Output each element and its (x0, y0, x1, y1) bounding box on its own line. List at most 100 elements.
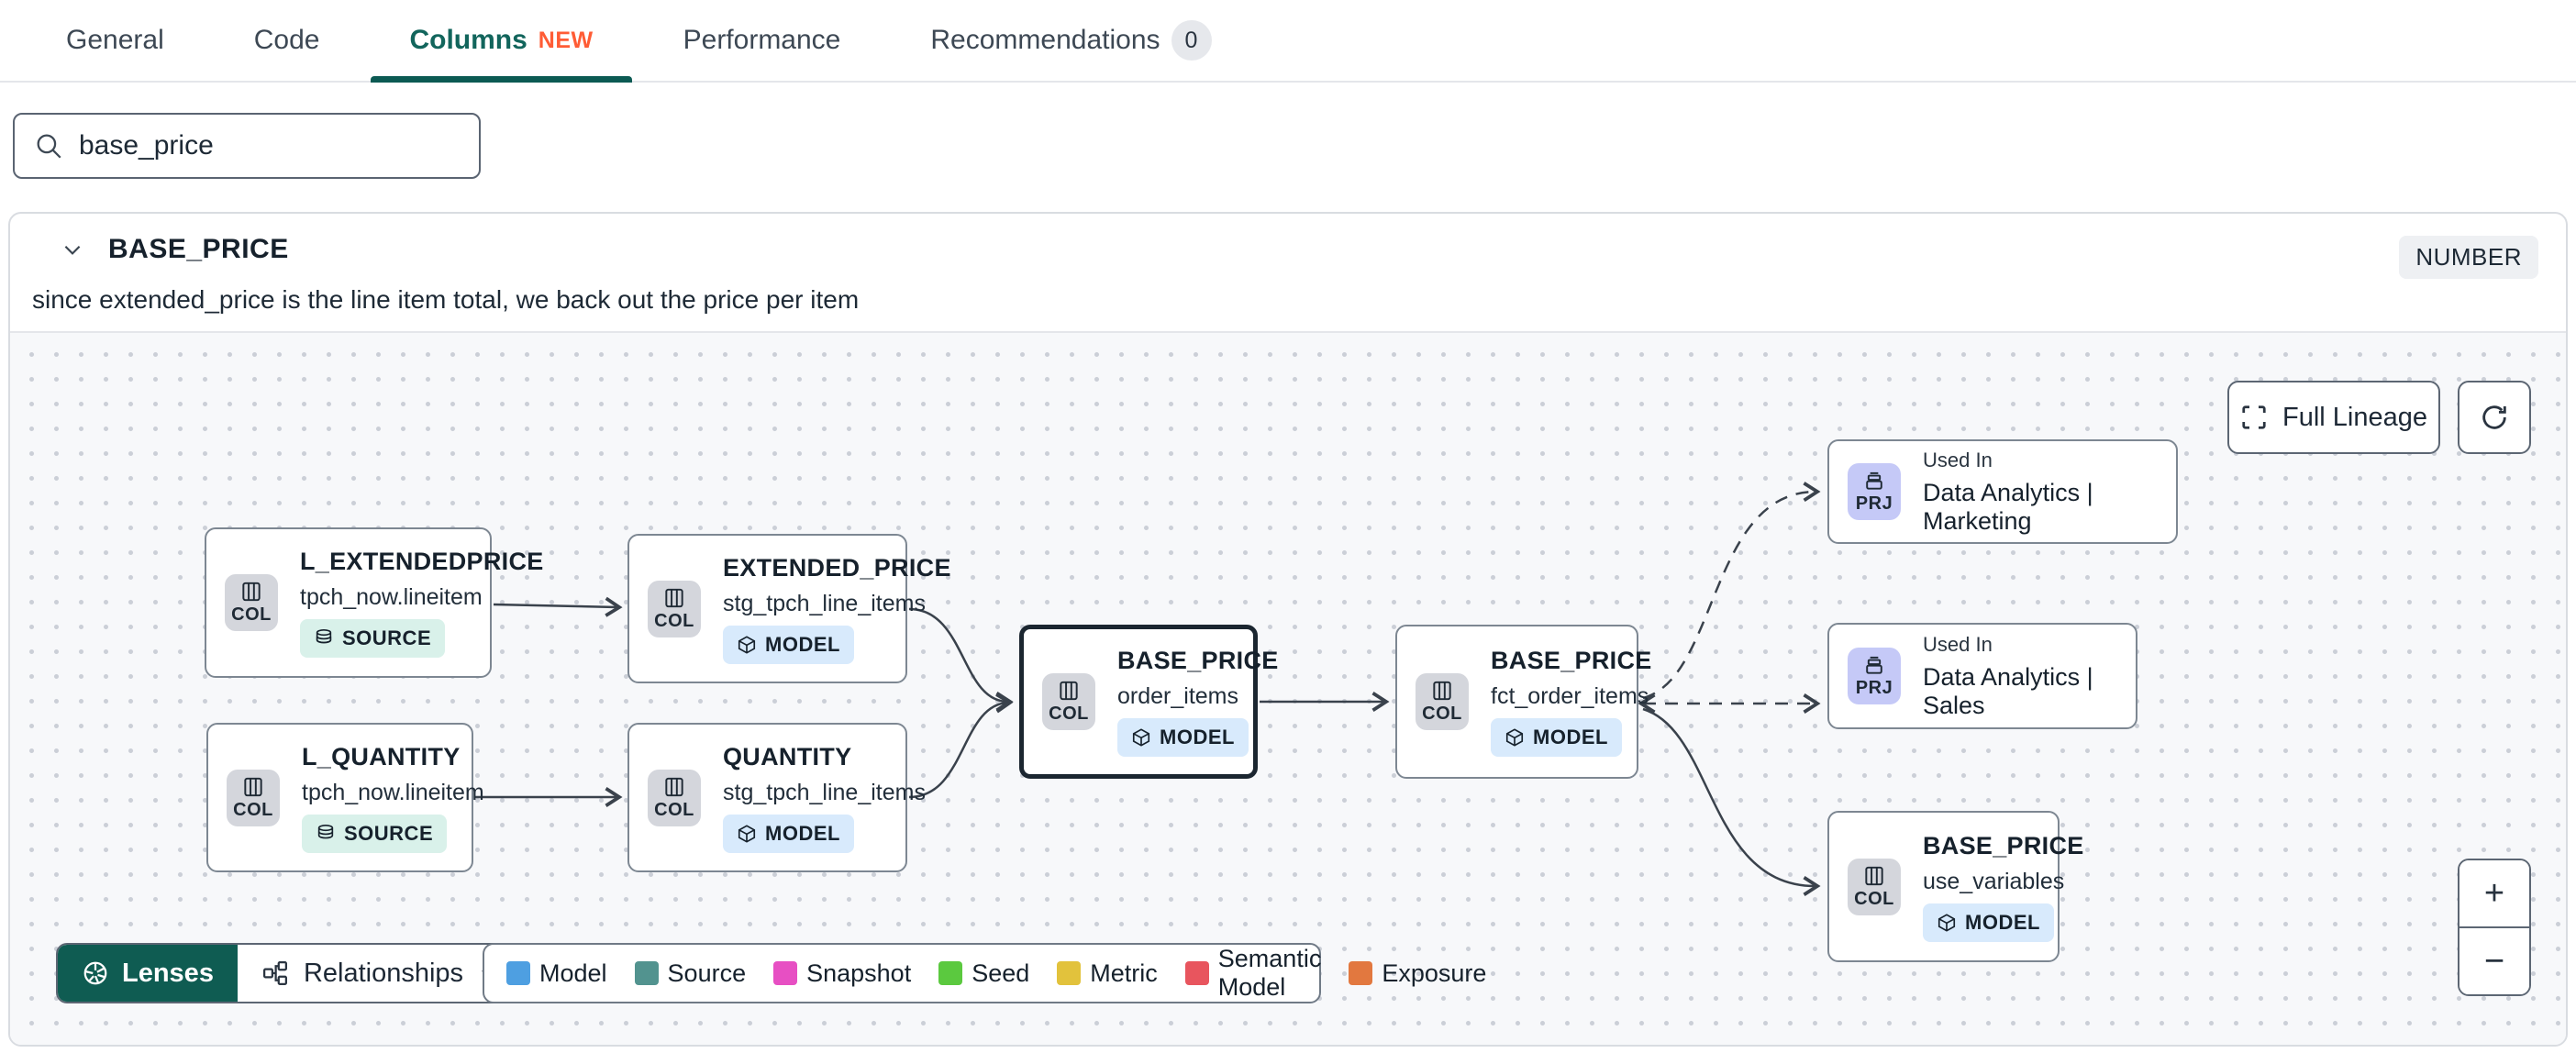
node-title: QUANTITY (723, 742, 852, 770)
legend-swatch (1184, 961, 1209, 985)
chevron-down-icon[interactable] (61, 238, 84, 261)
tab-recommendations[interactable]: Recommendations 0 (892, 0, 1249, 81)
full-lineage-button[interactable]: Full Lineage (2227, 381, 2440, 454)
lineage-node-l-extendedprice[interactable]: COL L_EXTENDEDPRICE tpch_now.lineitem SO… (205, 527, 543, 678)
chip-label: COL (1049, 704, 1089, 724)
lenses-button[interactable]: Lenses (58, 945, 238, 1002)
search-input[interactable] (79, 130, 461, 161)
column-chip: COL (648, 769, 701, 826)
project-chip: PRJ (1848, 463, 1901, 520)
legend-label: Metric (1090, 959, 1158, 987)
used-in-label: Used In (1923, 632, 1993, 656)
chip-label: COL (1422, 704, 1462, 724)
search-icon (37, 134, 61, 159)
legend-item-metric: Metric (1057, 959, 1158, 988)
node-subtitle: stg_tpch_line_items (723, 779, 926, 805)
search-box[interactable] (13, 113, 481, 179)
badge-label: MODEL (765, 821, 840, 845)
node-title: BASE_PRICE (1491, 647, 1652, 674)
lenses-label: Lenses (122, 958, 214, 988)
node-subtitle: tpch_now.lineitem (300, 584, 483, 610)
model-badge: MODEL (723, 625, 854, 664)
zoom-out-button[interactable]: − (2459, 928, 2529, 994)
database-icon (316, 629, 332, 644)
relationships-dropdown[interactable]: Relationships (237, 945, 525, 1002)
tab-general[interactable]: General (28, 0, 203, 81)
tab-bar: General Code Columns NEW Performance Rec… (0, 0, 2576, 83)
tab-label: Recommendations (930, 25, 1160, 55)
relationships-label: Relationships (303, 958, 464, 988)
column-type-badge: NUMBER (2399, 236, 2538, 279)
expand-icon (2242, 405, 2266, 429)
column-header: BASE_PRICE NUMBER since extended_price i… (10, 214, 2566, 331)
lineage-node-base-price-fct-order-items[interactable]: COL BASE_PRICE fct_order_items MODEL (1395, 625, 1651, 779)
column-chip: COL (227, 769, 280, 826)
lineage-node-extended-price[interactable]: COL EXTENDED_PRICE stg_tpch_line_items M… (627, 534, 950, 683)
columns-icon (665, 588, 683, 607)
legend-label: Exposure (1382, 959, 1487, 987)
project-chip: PRJ (1848, 648, 1901, 704)
tab-label: Performance (683, 25, 841, 55)
model-cube-icon (738, 824, 756, 843)
zoom-in-button[interactable]: + (2459, 860, 2529, 928)
tab-label: General (66, 25, 164, 55)
legend-item-model: Model (506, 959, 607, 988)
tab-performance[interactable]: Performance (645, 0, 880, 81)
badge-label: SOURCE (344, 821, 434, 845)
column-panel: BASE_PRICE NUMBER since extended_price i… (8, 212, 2568, 1047)
badge-label: MODEL (1533, 726, 1608, 748)
legend-swatch (773, 961, 798, 985)
chip-label: COL (233, 799, 273, 820)
lineage-node-used-in-marketing[interactable]: PRJ Used In Data Analytics | Marketing (1827, 439, 2178, 544)
lineage-node-l-quantity[interactable]: COL L_QUANTITY tpch_now.lineitem SOURCE (206, 723, 484, 872)
model-badge: MODEL (1491, 718, 1622, 757)
column-chip: COL (1416, 673, 1469, 730)
tab-label: Code (253, 25, 320, 55)
legend-label: Model (539, 959, 607, 987)
used-in-name: Data Analytics | Marketing (1923, 478, 2093, 535)
legend-swatch (506, 961, 530, 985)
node-title: L_EXTENDEDPRICE (300, 548, 544, 575)
chip-label: PRJ (1855, 493, 1893, 514)
lineage-legend: Model Source Snapshot Seed Metric Semant… (483, 943, 1486, 1003)
tab-label: Columns (409, 25, 527, 55)
lineage-node-used-in-sales[interactable]: PRJ Used In Data Analytics | Sales (1827, 623, 2137, 729)
refresh-button[interactable] (2458, 381, 2531, 454)
source-badge: SOURCE (302, 814, 448, 853)
model-cube-icon (1938, 913, 1956, 932)
node-subtitle: order_items (1117, 683, 1238, 709)
node-title: EXTENDED_PRICE (723, 553, 951, 582)
relationships-icon (262, 961, 287, 985)
used-in-name: Data Analytics | Sales (1923, 662, 2093, 719)
legend-item-snapshot: Snapshot (773, 959, 911, 988)
columns-icon (665, 777, 683, 796)
zoom-control: + − (2458, 859, 2531, 996)
legend-swatch (1057, 961, 1082, 985)
tab-code[interactable]: Code (216, 0, 359, 81)
lineage-toolbar: Lenses Relationships (56, 943, 527, 1003)
column-chip: COL (648, 580, 701, 637)
source-badge: SOURCE (300, 619, 446, 658)
node-subtitle: fct_order_items (1491, 683, 1649, 709)
tab-columns[interactable]: Columns NEW (371, 0, 632, 83)
model-badge: MODEL (1117, 718, 1249, 757)
chip-label: COL (654, 610, 694, 631)
column-chip: COL (1042, 673, 1095, 730)
lineage-canvas[interactable]: COL L_EXTENDEDPRICE tpch_now.lineitem SO… (10, 331, 2566, 1045)
lineage-node-base-price-order-items[interactable]: COL BASE_PRICE order_items MODEL (1019, 625, 1278, 779)
node-title: L_QUANTITY (302, 742, 461, 770)
legend-item-exposure: Exposure (1349, 959, 1486, 988)
database-icon (317, 824, 334, 838)
model-cube-icon (738, 635, 756, 654)
chip-label: COL (1854, 888, 1894, 909)
node-subtitle: use_variables (1923, 868, 2065, 894)
lineage-node-quantity[interactable]: COL QUANTITY stg_tpch_line_items MODEL (627, 723, 926, 872)
columns-icon (242, 582, 261, 602)
project-stack-icon (1866, 471, 1882, 490)
legend-label: Seed (972, 959, 1030, 987)
column-chip: COL (1848, 858, 1901, 915)
columns-icon (244, 777, 262, 796)
lineage-node-base-price-use-variables[interactable]: COL BASE_PRICE use_variables MODEL (1827, 811, 2083, 962)
new-badge: NEW (538, 27, 594, 53)
column-description: since extended_price is the line item to… (32, 285, 860, 314)
